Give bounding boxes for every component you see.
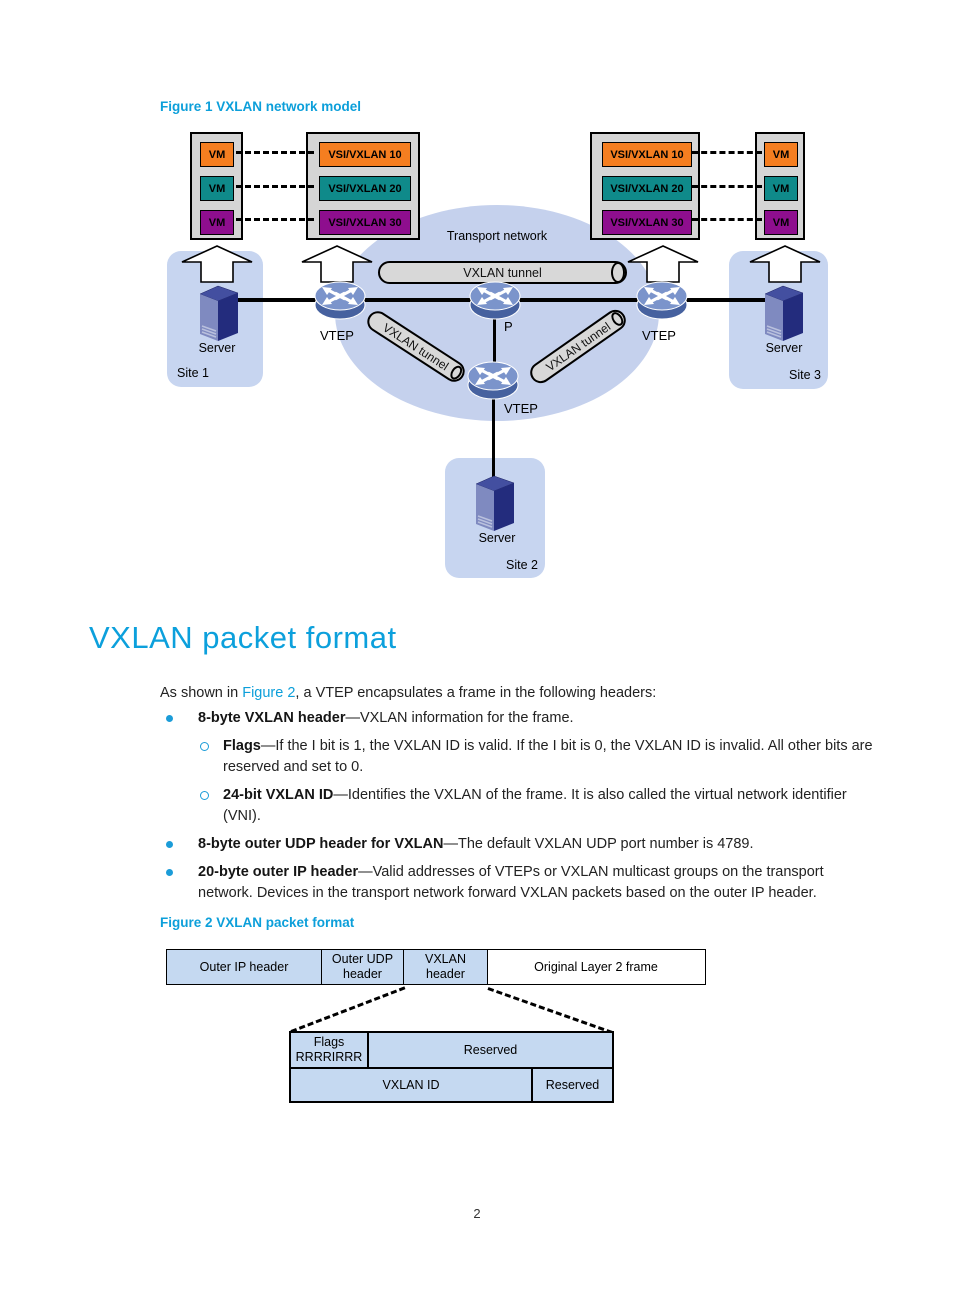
p-to-vtep-line [493, 314, 496, 364]
server-label-site3: Server [765, 341, 803, 355]
vsi-box: VSI/VXLAN 10 [319, 142, 411, 167]
figure2-link[interactable]: Figure 2 [242, 685, 296, 701]
packet-cell-outer-udp: Outer UDP header [320, 949, 405, 985]
bullet-lead: 8-byte VXLAN header [198, 710, 346, 726]
router-icon-vtep-bottom [467, 361, 519, 400]
router-icon-vtep-right [636, 281, 688, 320]
vswitch-container-left: VSI/VXLAN 10 VSI/VXLAN 20 VSI/VXLAN 30 [306, 132, 420, 240]
page-number: 2 [473, 1206, 481, 1221]
bullet-list: 8-byte VXLAN header—VXLAN information fo… [166, 708, 873, 911]
figure1-caption: Figure 1 VXLAN network model [160, 99, 362, 114]
vsi-vm-dash [692, 151, 762, 154]
vsi-box: VSI/VXLAN 30 [319, 210, 411, 235]
list-item: 8-byte outer UDP header for VXLAN—The de… [166, 834, 866, 855]
bullet-lead: Flags [223, 738, 261, 754]
packet-cell-reserved-top: Reserved [367, 1031, 614, 1069]
page-title: VXLAN packet format [89, 620, 397, 655]
vswitch-container-right: VSI/VXLAN 10 VSI/VXLAN 20 VSI/VXLAN 30 [590, 132, 700, 240]
vm-box: VM [200, 210, 234, 235]
server-icon-site3 [764, 285, 804, 341]
bullet-rest: —VXLAN information for the frame. [345, 710, 574, 726]
expand-dash-right [487, 987, 613, 1034]
vm-box: VM [200, 176, 234, 201]
site1-label: Site 1 [177, 366, 209, 380]
vm-box: VM [764, 176, 798, 201]
vsi-box: VSI/VXLAN 30 [602, 210, 692, 235]
bullet-rest: —Identifies the VXLAN of the frame. It i… [223, 787, 847, 824]
vm-box: VM [764, 142, 798, 167]
vm-container-left: VM VM VM [190, 132, 243, 240]
vsi-box: VSI/VXLAN 10 [602, 142, 692, 167]
packet-cell-reserved-bottom: Reserved [531, 1067, 614, 1103]
list-item: 24-bit VXLAN ID—Identifies the VXLAN of … [200, 785, 885, 827]
vm-vsi-dash [236, 185, 314, 188]
tunnel-cap-icon [611, 262, 625, 283]
vsi-box: VSI/VXLAN 20 [602, 176, 692, 201]
router-icon-vtep-left [314, 281, 366, 320]
vm-box: VM [200, 142, 234, 167]
intro-post: , a VTEP encapsulates a frame in the fol… [295, 685, 657, 701]
bullet-lead: 24-bit VXLAN ID [223, 787, 334, 803]
bullet-icon [166, 715, 173, 722]
figure2-caption: Figure 2 VXLAN packet format [160, 915, 355, 930]
bullet-icon [166, 869, 173, 876]
vm-container-right: VM VM VM [755, 132, 805, 240]
packet-cell-original-frame: Original Layer 2 frame [486, 949, 706, 985]
circle-bullet-icon [200, 742, 209, 751]
flags-line2: RRRRIRRR [295, 1050, 363, 1064]
bullet-rest: —If the I bit is 1, the VXLAN ID is vali… [223, 738, 873, 775]
flags-line1: Flags [313, 1035, 345, 1049]
list-item: Flags—If the I bit is 1, the VXLAN ID is… [200, 736, 885, 778]
up-arrow-icon [181, 245, 253, 283]
bullet-icon [166, 841, 173, 848]
site3-label: Site 3 [789, 368, 821, 382]
server-label-site1: Server [198, 341, 236, 355]
packet-cell-outer-ip: Outer IP header [166, 949, 322, 985]
expand-dash-left [290, 986, 406, 1033]
site2-label: Site 2 [506, 558, 538, 572]
circle-bullet-icon [200, 791, 209, 800]
up-arrow-icon [749, 245, 821, 283]
vtep-to-server-line [492, 396, 495, 486]
packet-cell-vxlan-id: VXLAN ID [289, 1067, 533, 1103]
vsi-vm-dash [692, 185, 762, 188]
bullet-rest: —The default VXLAN UDP port number is 47… [443, 836, 754, 852]
vtep-left-label: VTEP [320, 328, 354, 343]
vsi-box: VSI/VXLAN 20 [319, 176, 411, 201]
bullet-lead: 20-byte outer IP header [198, 864, 359, 880]
list-item: 8-byte VXLAN header—VXLAN information fo… [166, 708, 866, 729]
vtep-right-label: VTEP [642, 328, 676, 343]
router-icon-p [469, 281, 521, 320]
packet-cell-vxlan-header: VXLAN header [403, 949, 488, 985]
intro-pre: As shown in [160, 685, 243, 701]
bullet-lead: 8-byte outer UDP header for VXLAN [198, 836, 444, 852]
vsi-vm-dash [692, 218, 762, 221]
server-label-site2: Server [478, 531, 516, 545]
transport-network-label: Transport network [446, 229, 548, 243]
vm-box: VM [764, 210, 798, 235]
packet-cell-flags: Flags RRRRIRRR [289, 1031, 369, 1069]
p-label: P [504, 319, 513, 334]
vm-vsi-dash [236, 151, 314, 154]
server-icon-site1 [199, 285, 239, 341]
intro-paragraph: As shown in Figure 2, a VTEP encapsulate… [160, 683, 880, 704]
bullet-rest: —Valid addresses of VTEPs or VXLAN multi… [198, 864, 824, 901]
tunnel-cap-icon [608, 309, 626, 328]
vxlan-tunnel-label: VXLAN tunnel [463, 265, 542, 280]
vm-vsi-dash [236, 218, 314, 221]
list-item: 20-byte outer IP header—Valid addresses … [166, 862, 866, 904]
vtep-bottom-label: VTEP [504, 401, 538, 416]
server-icon-site2 [475, 475, 515, 531]
